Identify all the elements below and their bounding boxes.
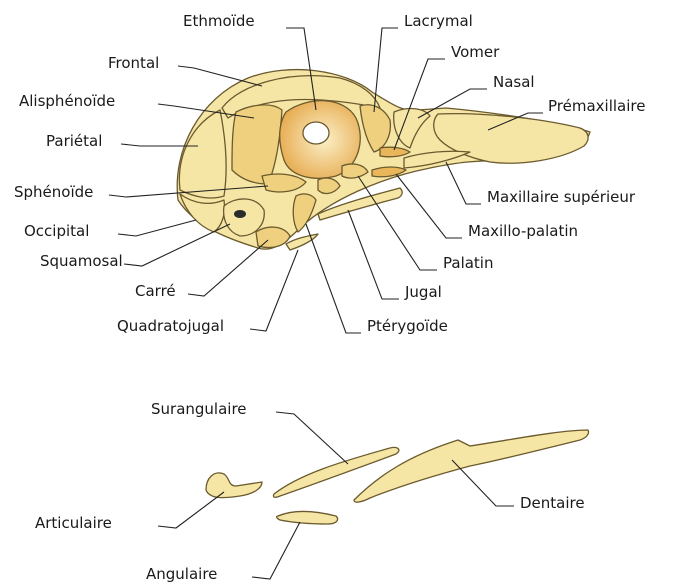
- leader-carre: [188, 240, 268, 296]
- label-angulaire: Angulaire: [146, 565, 217, 583]
- label-frontal: Frontal: [108, 54, 159, 72]
- leader-frontal: [178, 66, 262, 86]
- ear-opening: [234, 210, 246, 218]
- label-premaxillaire: Prémaxillaire: [548, 97, 645, 115]
- leader-pterygoide: [306, 224, 361, 333]
- label-dentaire: Dentaire: [520, 494, 585, 512]
- leader-jugal: [348, 210, 399, 299]
- leader-surangulaire: [276, 412, 348, 464]
- bone-carre: [256, 227, 290, 247]
- label-squamosal: Squamosal: [40, 252, 123, 270]
- label-articulaire: Articulaire: [35, 514, 112, 532]
- leader-quadratojugal: [250, 250, 298, 331]
- label-carre: Carré: [135, 282, 176, 300]
- label-jugal: Jugal: [404, 283, 442, 301]
- label-palatin: Palatin: [443, 254, 493, 272]
- bone-dentaire: [354, 430, 589, 502]
- label-vomer: Vomer: [451, 43, 500, 61]
- leader-maxillaire-superieur: [446, 162, 481, 204]
- label-quadratojugal: Quadratojugal: [117, 317, 224, 335]
- label-pterygoide: Ptérygoïde: [367, 317, 448, 335]
- label-nasal: Nasal: [493, 73, 535, 91]
- leader-angulaire: [252, 522, 300, 579]
- label-sphenoide: Sphénoïde: [14, 183, 93, 201]
- label-parietal: Pariétal: [46, 132, 102, 150]
- bone-angulaire: [277, 512, 338, 525]
- label-ethmoide: Ethmoïde: [183, 12, 255, 30]
- label-surangulaire: Surangulaire: [151, 400, 247, 418]
- bone-parietal: [179, 110, 226, 198]
- leader-articulaire: [158, 492, 224, 528]
- bone-articulaire: [206, 473, 262, 498]
- optic-foramen: [303, 122, 329, 144]
- label-maxillaire-superieur: Maxillaire supérieur: [487, 188, 636, 206]
- leader-occipital: [118, 220, 196, 236]
- label-lacrymal: Lacrymal: [404, 12, 473, 30]
- leader-maxillo-palatin: [396, 174, 462, 238]
- mandible-labels: Surangulaire Dentaire Articulaire Angula…: [35, 400, 585, 583]
- label-alisphenoide: Alisphénoïde: [19, 92, 115, 110]
- label-maxillo-palatin: Maxillo-palatin: [468, 222, 578, 240]
- label-occipital: Occipital: [24, 222, 89, 240]
